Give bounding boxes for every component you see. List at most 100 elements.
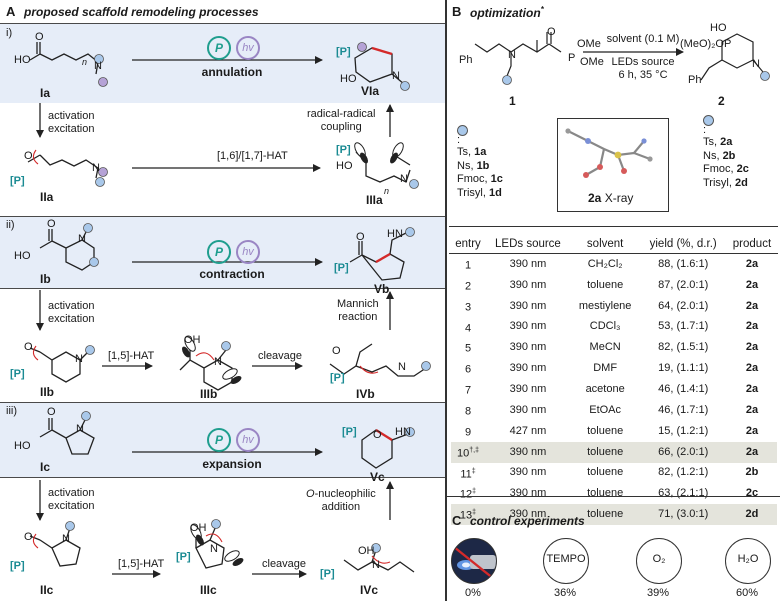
entry-cell: 7 (451, 379, 485, 400)
led-cell-text: 390 nm (509, 487, 547, 500)
solvent-cell-text: toluene (587, 278, 624, 291)
atom-hn: HN (395, 426, 411, 438)
product-cell-text: 2d (745, 508, 759, 521)
atom-hn: HN (387, 228, 403, 240)
step-line: Mannich (337, 298, 379, 310)
process-expansion: expansion (202, 457, 262, 471)
o2-control: O₂ (636, 538, 682, 584)
yield-cell-text: 87, (2.0:1) (658, 278, 709, 291)
led-cell: 390 nm (485, 358, 571, 379)
yield-cell-text: 82, (1.5:1) (658, 341, 709, 354)
yield-cell: 15, (1.2:1) (639, 421, 727, 442)
step-line: coupling (320, 121, 362, 133)
led-cell-text: 390 nm (509, 403, 547, 416)
atom-n-sub: n (82, 57, 88, 67)
solvent-cell: toluene (571, 463, 640, 484)
reactant-ome2: OMe (580, 56, 604, 68)
product-cell: 2c (727, 483, 777, 504)
step-line: addition (321, 501, 361, 513)
tempo-control: TEMPO (543, 538, 589, 584)
atom-n: N (392, 70, 400, 82)
yield-cell: 46, (1.7:1) (639, 400, 727, 421)
pg-colon: : (703, 124, 707, 136)
atom-n: N (214, 356, 222, 368)
yield-cell-text: 46, (1.7:1) (658, 403, 709, 416)
pg-code: 1b (476, 159, 490, 172)
product-cell-text: 2a (745, 257, 759, 270)
atom-p: [P] (320, 568, 335, 580)
atom-n: N (372, 559, 380, 571)
reactant-ph: Ph (459, 54, 473, 66)
divider (0, 23, 445, 24)
no-light-icon (452, 539, 496, 583)
solvent-cell-text: CDCl₃ (589, 320, 621, 333)
product-cell-text: 2b (745, 466, 759, 479)
product-cell-text: 2a (745, 278, 759, 291)
atom-oh: OH (190, 522, 207, 534)
h2o-control: H₂O (725, 538, 771, 584)
o2-label: O₂ (652, 553, 666, 565)
product-cell-text: 2a (745, 341, 759, 354)
conditions-led: LEDs source 6 h, 35 °C (593, 56, 693, 82)
product-meo2op: (MeO)₂OP (680, 38, 732, 50)
panel-divider (445, 0, 447, 601)
led-cell: 390 nm (485, 504, 571, 526)
product-cell: 2a (727, 254, 777, 275)
led-cell: 390 nm (485, 463, 571, 484)
xray-text: X-ray (604, 191, 634, 205)
yield-cell-text: 64, (2.0:1) (658, 299, 709, 312)
led-cell-text: 390 nm (509, 382, 547, 395)
yield-cell: 82, (1.5:1) (639, 337, 727, 358)
condition-line: 6 h, 35 °C (618, 69, 668, 81)
pg-name: Ns, (457, 159, 474, 172)
atom-o: O (35, 31, 44, 43)
entry-footnote: ‡ (472, 488, 477, 496)
divider (0, 477, 445, 478)
entry-cell-text: 8 (464, 405, 472, 418)
step-activation-ii: activation excitation (48, 300, 94, 326)
product-cell: 2a (727, 275, 777, 296)
hat-label-i: [1,6]/[1,7]-HAT (217, 150, 288, 162)
step-line: activation (48, 110, 95, 122)
solvent-cell-text: DMF (593, 362, 618, 375)
led-cell: 427 nm (485, 421, 571, 442)
entry-cell: 1 (451, 254, 485, 275)
pg-item: Fmoc, 2c (703, 163, 749, 177)
reactant-n: N (508, 49, 516, 61)
step-line: radical-radical (307, 108, 376, 120)
led-cell: 390 nm (485, 337, 571, 358)
atom-oh: OH (358, 545, 375, 557)
pg-list-left: Ts, 1a Ns, 1b Fmoc, 1c Trisyl, 1d (457, 146, 503, 200)
product-cell-text: 2a (745, 299, 759, 312)
pg-name: Ts, (457, 146, 472, 158)
atom-p: [P] (330, 372, 345, 384)
step-line: excitation (48, 500, 95, 512)
atom-oh: OH (184, 334, 201, 346)
product-cell-text: 2a (745, 362, 759, 375)
xray-caption: 2a X-ray (588, 191, 633, 205)
entry-cell-text: 1 (464, 259, 472, 272)
led-cell: 390 nm (485, 254, 571, 275)
panel-b-reaction (474, 32, 770, 85)
entry-cell-text: 7 (464, 384, 472, 397)
yield-cell-text: 46, (1.4:1) (658, 382, 709, 395)
atom-o: O (24, 531, 33, 543)
yield-cell-text: 88, (1.6:1) (658, 257, 709, 270)
product-n: N (752, 58, 760, 70)
compound-Vb: Vb (374, 282, 390, 296)
control-yield: 0% (465, 587, 481, 599)
product-ph: Ph (688, 74, 702, 86)
pg-code: 2b (722, 149, 736, 162)
pg-code: 1d (488, 186, 502, 199)
atom-p: [P] (336, 46, 351, 58)
yield-cell: 66, (2.0:1) (639, 441, 727, 463)
atom-n: N (398, 361, 406, 373)
atom-p: [P] (10, 560, 25, 572)
yield-cell-text: 71, (3.0:1) (658, 508, 709, 521)
compound-IVb: IVb (356, 387, 375, 401)
pg-list-right: Ts, 2a Ns, 2b Fmoc, 2c Trisyl, 2d (703, 136, 749, 190)
